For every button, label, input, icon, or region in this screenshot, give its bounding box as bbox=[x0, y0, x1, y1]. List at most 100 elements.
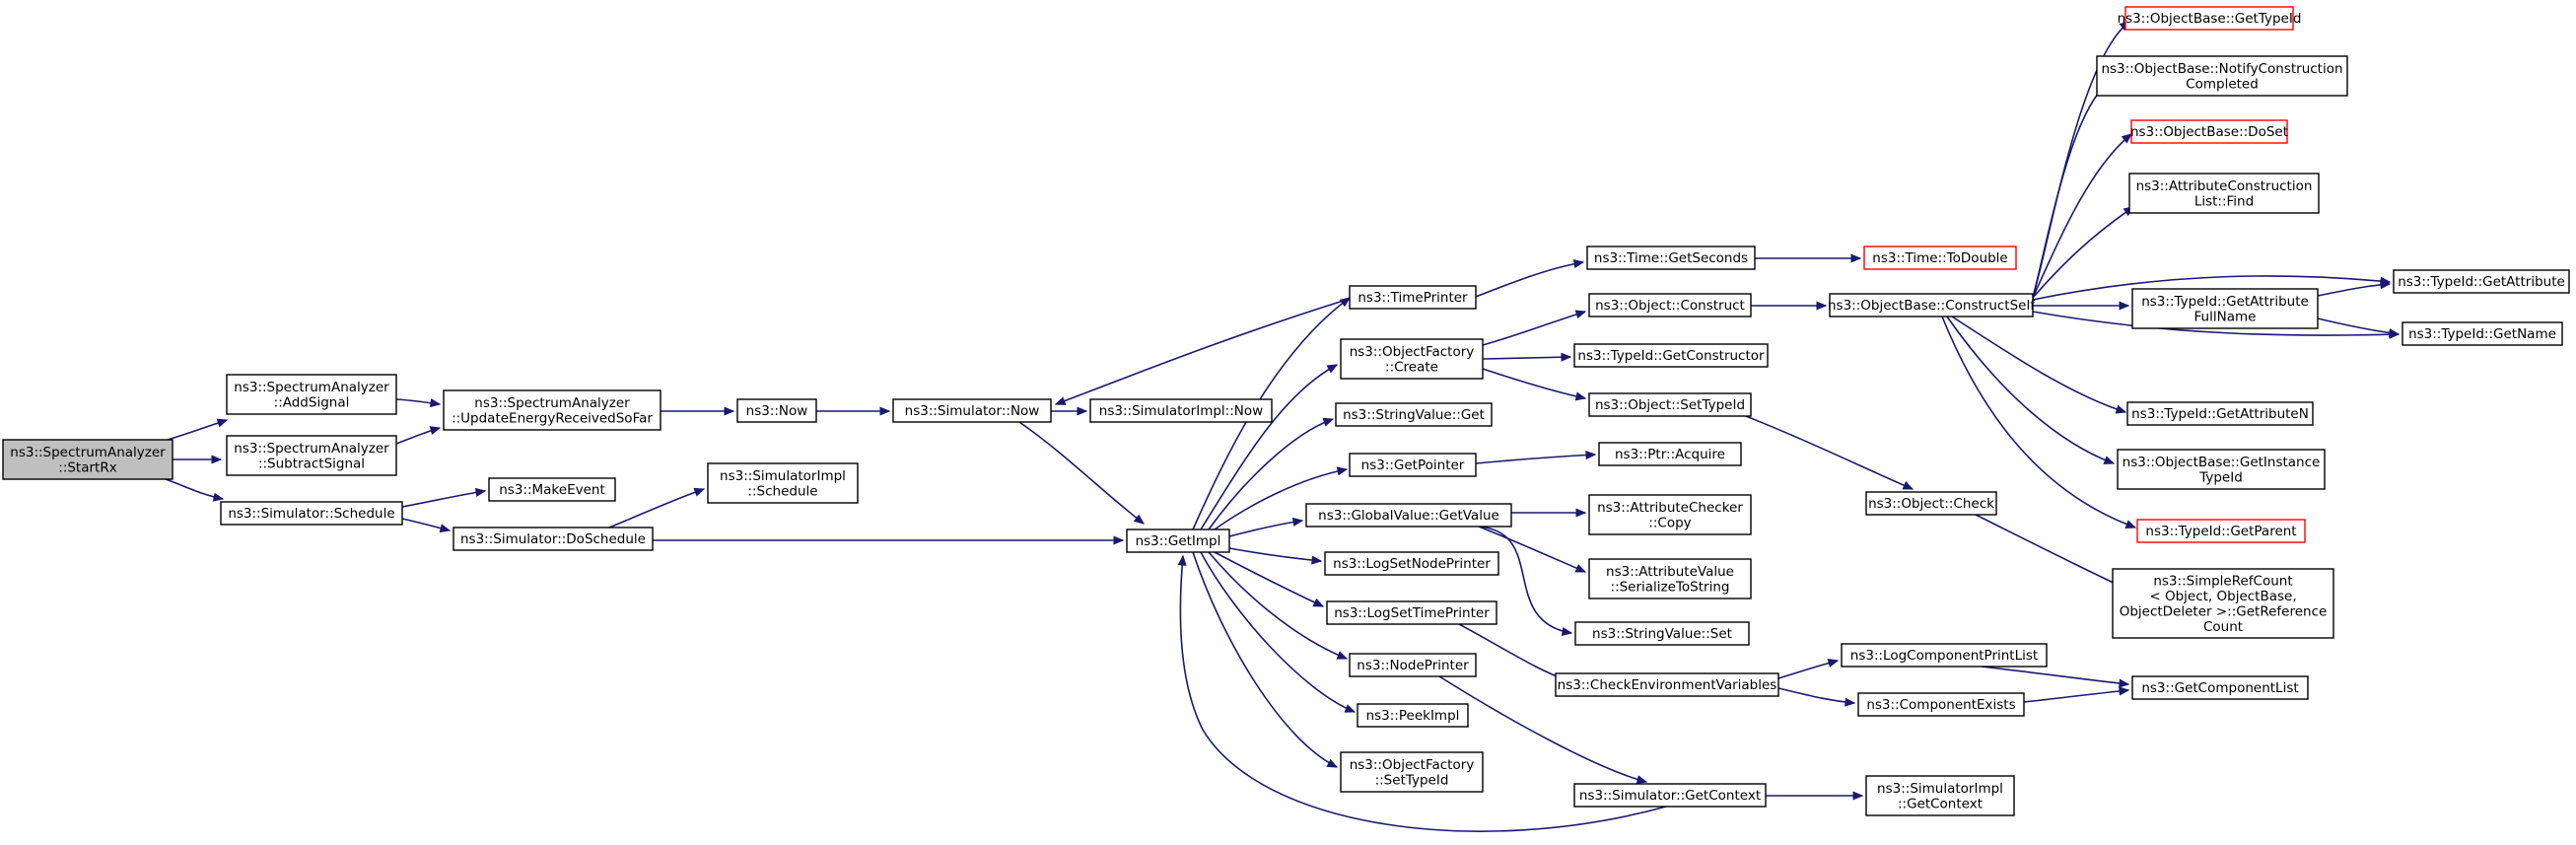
node-label-line: ns3::StringValue::Get bbox=[1343, 407, 1485, 423]
edge-arrowhead bbox=[1326, 364, 1339, 374]
node-simplerefcount[interactable]: ns3::SimpleRefCount< Object, ObjectBase,… bbox=[2112, 568, 2334, 639]
node-objconstruct[interactable]: ns3::Object::Construct bbox=[1588, 293, 1752, 317]
edge-getimpl-to-strget bbox=[1208, 417, 1335, 530]
edge-constructself-to-tidgetparent bbox=[1941, 316, 2137, 529]
edge-line bbox=[1478, 526, 1572, 634]
edge-tidgetattrfull-to-tidgetattr bbox=[2317, 280, 2392, 297]
edge-getimpl-to-peekimpl bbox=[1200, 551, 1357, 713]
node-ptracquire[interactable]: ns3::Ptr::Acquire bbox=[1598, 442, 1742, 466]
edge-line bbox=[1714, 403, 1914, 490]
node-box bbox=[1857, 692, 2025, 717]
node-startrx[interactable]: ns3::SpectrumAnalyzer::StartRx bbox=[2, 439, 174, 480]
node-label-line: List::Find bbox=[2194, 193, 2254, 209]
edge-getimpl-to-logsetnode bbox=[1228, 547, 1323, 565]
edge-arrowhead bbox=[212, 492, 225, 502]
node-tidgetattr[interactable]: ns3::TypeId::GetAttribute bbox=[2393, 269, 2570, 294]
node-timeprinter[interactable]: ns3::TimePrinter bbox=[1349, 285, 1477, 310]
edge-doschedule-to-implschedule bbox=[608, 487, 706, 528]
node-makeevent[interactable]: ns3::MakeEvent bbox=[488, 477, 616, 502]
edge-line bbox=[1475, 261, 1584, 298]
node-getconstructor[interactable]: ns3::TypeId::GetConstructor bbox=[1573, 343, 1769, 368]
node-nodeprinter[interactable]: ns3::NodePrinter bbox=[1349, 653, 1477, 677]
node-notifyconstruction[interactable]: ns3::ObjectBase::NotifyConstructionCompl… bbox=[2096, 55, 2348, 97]
edge-line bbox=[608, 488, 705, 528]
edge-line bbox=[1475, 454, 1596, 464]
edge-updateenergy-to-now bbox=[661, 406, 735, 416]
node-ofsettypeid[interactable]: ns3::ObjectFactory::SetTypeId bbox=[1340, 751, 1484, 793]
node-implnow[interactable]: ns3::SimulatorImpl::Now bbox=[1089, 398, 1273, 423]
node-box bbox=[488, 477, 616, 502]
node-checkenv[interactable]: ns3::CheckEnvironmentVariables bbox=[1555, 672, 1779, 697]
node-subtractsignal[interactable]: ns3::SpectrumAnalyzer::SubtractSignal bbox=[226, 435, 397, 476]
node-gvgetvalue[interactable]: ns3::GlobalValue::GetValue bbox=[1305, 503, 1512, 528]
edge-getimpl-to-ofsettypeid bbox=[1192, 551, 1339, 768]
node-getpointer[interactable]: ns3::GetPointer bbox=[1349, 453, 1477, 477]
edge-arrowhead bbox=[1133, 514, 1146, 525]
edge-gvgetvalue-to-acheckercopy bbox=[1511, 508, 1587, 518]
node-acheckercopy[interactable]: ns3::AttributeChecker::Copy bbox=[1588, 494, 1752, 535]
node-objcheck[interactable]: ns3::Object::Check bbox=[1865, 491, 1997, 516]
edge-startrx-to-simschedule bbox=[165, 478, 225, 502]
node-addsignal[interactable]: ns3::SpectrumAnalyzer::AddSignal bbox=[226, 374, 397, 415]
edge-arrowhead bbox=[211, 455, 223, 464]
node-constructself[interactable]: ns3::ObjectBase::ConstructSelf bbox=[1828, 293, 2036, 317]
node-getimpl[interactable]: ns3::GetImpl bbox=[1126, 528, 1230, 553]
node-box bbox=[892, 398, 1052, 423]
edge-arrowhead bbox=[1585, 450, 1597, 460]
edge-simgetcontext-to-getimpl bbox=[1177, 554, 1667, 832]
node-getcomplist[interactable]: ns3::GetComponentList bbox=[2131, 675, 2309, 700]
node-label-line: Completed bbox=[2186, 76, 2259, 92]
node-label-line: ns3::Simulator::Schedule bbox=[228, 506, 394, 522]
node-strget[interactable]: ns3::StringValue::Get bbox=[1335, 402, 1493, 427]
edge-arrowhead bbox=[1561, 352, 1572, 362]
edge-arrowhead bbox=[216, 418, 229, 428]
node-box bbox=[1865, 775, 2015, 816]
node-strset[interactable]: ns3::StringValue::Set bbox=[1574, 621, 1750, 646]
node-tidgetattrn[interactable]: ns3::TypeId::GetAttributeN bbox=[2126, 401, 2314, 426]
node-label-line: ns3::Object::SetTypeId bbox=[1595, 397, 1745, 413]
node-doschedule[interactable]: ns3::Simulator::DoSchedule bbox=[453, 527, 654, 551]
node-peekimpl[interactable]: ns3::PeekImpl bbox=[1357, 703, 1469, 728]
node-box bbox=[1865, 491, 1997, 516]
edge-subtractsignal-to-updateenergy bbox=[395, 426, 442, 445]
node-label-line: ns3::ObjectBase::GetInstance bbox=[2123, 455, 2321, 470]
edge-doschedule-to-getimpl bbox=[652, 535, 1125, 545]
node-avserialize[interactable]: ns3::AttributeValue::SerializeToString bbox=[1588, 558, 1752, 599]
node-tidgetparent[interactable]: ns3::TypeId::GetParent bbox=[2136, 519, 2306, 543]
node-implschedule[interactable]: ns3::SimulatorImpl::Schedule bbox=[707, 462, 859, 504]
node-box bbox=[453, 527, 654, 551]
node-compexists[interactable]: ns3::ComponentExists bbox=[1857, 692, 2025, 717]
node-logsetnode[interactable]: ns3::LogSetNodePrinter bbox=[1324, 551, 1499, 576]
node-tidgetname[interactable]: ns3::TypeId::GetName bbox=[2402, 321, 2563, 346]
node-logsettime[interactable]: ns3::LogSetTimePrinter bbox=[1326, 600, 1497, 625]
node-label-line: ns3::ObjectBase::NotifyConstruction bbox=[2101, 61, 2342, 77]
edge-arrowhead bbox=[439, 524, 452, 533]
node-box bbox=[1588, 392, 1752, 417]
node-box bbox=[1863, 246, 2017, 270]
edge-arrowhead bbox=[2380, 280, 2392, 290]
node-logcomplist[interactable]: ns3::LogComponentPrintList bbox=[1841, 643, 2048, 668]
edge-arrowhead bbox=[1850, 253, 1862, 263]
node-getseconds[interactable]: ns3::Time::GetSeconds bbox=[1586, 246, 1756, 270]
node-label-line: ns3::SimulatorImpl::Now bbox=[1099, 403, 1263, 419]
node-now[interactable]: ns3::Now bbox=[736, 398, 817, 423]
node-objsettypeid[interactable]: ns3::Object::SetTypeId bbox=[1588, 392, 1752, 417]
node-label-line: ::UpdateEnergyReceivedSoFar bbox=[452, 410, 653, 426]
node-todouble[interactable]: ns3::Time::ToDouble bbox=[1863, 246, 2017, 270]
node-simnow[interactable]: ns3::Simulator::Now bbox=[892, 398, 1052, 423]
node-simgetcontext[interactable]: ns3::Simulator::GetContext bbox=[1573, 783, 1767, 808]
node-box bbox=[1588, 494, 1752, 535]
node-ofcreate[interactable]: ns3::ObjectFactory::Create bbox=[1340, 338, 1484, 380]
edge-line bbox=[1478, 526, 1586, 573]
node-implgetcontext[interactable]: ns3::SimulatorImpl::GetContext bbox=[1865, 775, 2015, 816]
edge-constructself-to-notifyconstruction bbox=[2032, 84, 2107, 299]
node-obgettypeid[interactable]: ns3::ObjectBase::GetTypeId bbox=[2118, 6, 2302, 31]
node-updateenergy[interactable]: ns3::SpectrumAnalyzer::UpdateEnergyRecei… bbox=[443, 389, 661, 431]
node-label-line: ns3::Simulator::GetContext bbox=[1579, 788, 1761, 804]
node-simschedule[interactable]: ns3::Simulator::Schedule bbox=[220, 501, 403, 526]
node-obdoset[interactable]: ns3::ObjectBase::DoSet bbox=[2130, 119, 2288, 144]
node-box bbox=[1349, 453, 1477, 477]
